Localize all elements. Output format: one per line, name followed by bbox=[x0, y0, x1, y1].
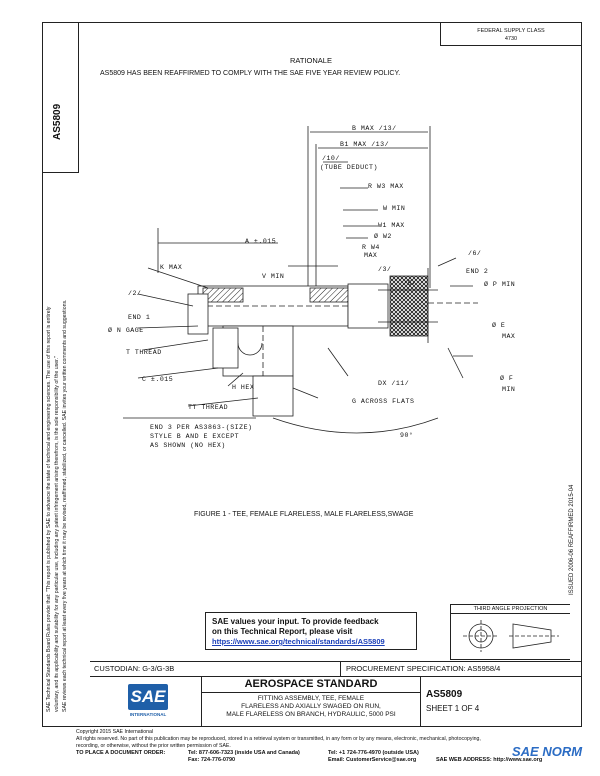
procurement-divider bbox=[340, 661, 341, 676]
left-notice-line3: SAE reviews each technical report at lea… bbox=[62, 299, 68, 713]
procurement-spec: PROCUREMENT SPECIFICATION: AS5958/4 bbox=[346, 664, 501, 673]
issue-dates-vertical: ISSUED 2006-06 REAFFIRMED 2015-04 bbox=[569, 484, 575, 595]
label-dx: DX /11/ bbox=[378, 380, 410, 387]
label-w4-max: MAX bbox=[364, 252, 378, 259]
projection-box: THIRD ANGLE PROJECTION bbox=[450, 604, 570, 660]
custodian-row-divider bbox=[90, 676, 582, 677]
watermark: SAE NORM bbox=[512, 744, 583, 759]
footer-copyright: Copyright 2015 SAE International bbox=[76, 729, 153, 735]
label-note6: /6/ bbox=[468, 250, 482, 257]
label-end1: END 1 bbox=[128, 314, 151, 321]
footer-rights2: recording, or otherwise, without the pri… bbox=[76, 743, 231, 749]
label-note3: /3/ bbox=[378, 266, 392, 273]
doc-id-tab bbox=[42, 22, 79, 173]
feedback-line2: on this Technical Report, please visit bbox=[212, 627, 353, 636]
label-f-min: MIN bbox=[502, 386, 516, 393]
left-notice-line2: voluntary, and its applicability and sui… bbox=[54, 356, 60, 712]
feedback-box: SAE values your input. To provide feedba… bbox=[205, 612, 417, 650]
projection-label: THIRD ANGLE PROJECTION bbox=[451, 605, 570, 614]
standard-type: AEROSPACE STANDARD bbox=[202, 678, 420, 693]
feedback-line1: SAE values your input. To provide feedba… bbox=[212, 617, 379, 626]
figure-caption: FIGURE 1 - TEE, FEMALE FLARELESS, MALE F… bbox=[194, 511, 414, 518]
projection-symbol-icon bbox=[463, 620, 559, 652]
sheet-number: SHEET 1 OF 4 bbox=[426, 704, 480, 713]
label-p-min: Ø P MIN bbox=[484, 281, 516, 288]
label-w-min: W MIN bbox=[383, 205, 406, 212]
label-n-gage: Ø N GAGE bbox=[108, 327, 144, 334]
label-tt-thread: TT THREAD bbox=[188, 404, 229, 411]
logo-cell bbox=[90, 676, 202, 727]
label-note5: /5/ bbox=[403, 280, 417, 287]
footer-rights1: All rights reserved. No part of this pub… bbox=[76, 736, 481, 742]
title-line3: MALE FLARELESS ON BRANCH, HYDRAULIC, 500… bbox=[226, 711, 396, 718]
label-note2: /2/ bbox=[128, 290, 142, 297]
doc-id-vertical: AS5809 bbox=[52, 103, 63, 140]
tee-fitting-drawing bbox=[123, 126, 478, 434]
label-e-max: MAX bbox=[502, 333, 516, 340]
label-end3-line3: AS SHOWN (NO HEX) bbox=[150, 442, 226, 449]
label-a-015: A ±.015 bbox=[245, 238, 277, 245]
feedback-link[interactable]: https://www.sae.org/technical/standards/… bbox=[212, 637, 385, 646]
docnum-divider bbox=[420, 676, 421, 727]
label-tube-deduct: (TUBE DEDUCT) bbox=[320, 164, 378, 171]
label-k-max: K MAX bbox=[160, 264, 183, 271]
fed-class-line2: 4730 bbox=[504, 36, 518, 42]
label-g-flats: G ACROSS FLATS bbox=[352, 398, 415, 405]
footer-tel2: Tel: +1 724-776-4970 (outside USA) bbox=[328, 750, 419, 756]
left-notice-line1: SAE Technical Standards Board Rules prov… bbox=[46, 306, 52, 712]
sae-logo-sub: INTERNATIONAL bbox=[129, 712, 167, 717]
sae-logo-text: SAE bbox=[130, 687, 166, 706]
fed-class-box bbox=[440, 22, 582, 46]
title-line2: FLARELESS AND AXIALLY SWAGED ON RUN, bbox=[241, 703, 381, 710]
label-e-dia: Ø E bbox=[492, 322, 506, 329]
label-w4: R W4 bbox=[362, 244, 380, 251]
label-b-max: B MAX /13/ bbox=[352, 125, 397, 132]
label-w1-max: W1 MAX bbox=[378, 222, 405, 229]
rationale-title: RATIONALE bbox=[290, 56, 332, 65]
doc-number: AS5809 bbox=[426, 689, 463, 700]
footer-tel: Tel: 877-606-7323 (inside USA and Canada… bbox=[188, 750, 300, 756]
label-end3-line2: STYLE B AND E EXCEPT bbox=[150, 433, 240, 440]
footer-order-label: TO PLACE A DOCUMENT ORDER: bbox=[76, 750, 166, 756]
label-end2: END 2 bbox=[466, 268, 489, 275]
label-w2: Ø W2 bbox=[374, 233, 392, 240]
label-c-015: C ±.015 bbox=[142, 376, 174, 383]
rationale-text: AS5809 HAS BEEN REAFFIRMED TO COMPLY WIT… bbox=[100, 70, 401, 77]
sheet-border bbox=[42, 22, 582, 727]
label-b1-max: B1 MAX /13/ bbox=[340, 141, 390, 148]
label-f-dia: Ø F bbox=[500, 375, 514, 382]
label-angle: 90° bbox=[400, 432, 414, 439]
label-t-thread: T THREAD bbox=[126, 349, 162, 356]
title-block bbox=[90, 661, 582, 727]
label-h-hex: H HEX bbox=[232, 384, 255, 391]
footer-fax: Fax: 724-776-0790 bbox=[188, 757, 236, 763]
footer-email[interactable]: Email: CustomerService@sae.org bbox=[328, 757, 417, 763]
label-v-min: V MIN bbox=[262, 273, 285, 280]
sae-logo: SAE bbox=[128, 684, 168, 710]
label-r-w3: R W3 MAX bbox=[368, 183, 404, 190]
fed-class-line1: FEDERAL SUPPLY CLASS bbox=[477, 28, 545, 34]
custodian: CUSTODIAN: G-3/G-3B bbox=[94, 664, 175, 673]
label-end3-line1: END 3 PER AS3863-(SIZE) bbox=[150, 424, 253, 431]
label-note7: /10/ bbox=[322, 155, 340, 162]
footer-web[interactable]: SAE WEB ADDRESS: http://www.sae.org bbox=[436, 757, 543, 763]
title-line1: FITTING ASSEMBLY, TEE, FEMALE bbox=[257, 695, 365, 702]
